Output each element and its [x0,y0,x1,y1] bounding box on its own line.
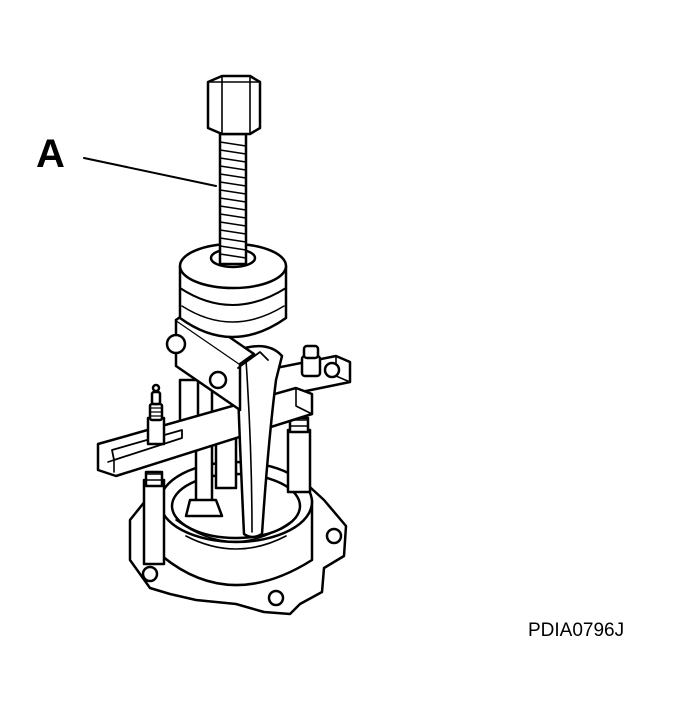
left-stud [142,383,166,566]
forcing-screw [206,74,262,266]
center-jaw-plate [236,344,284,539]
figure-code: PDIA0796J [528,620,625,641]
callout-label-a: A [36,132,65,176]
callout-leader-line [83,157,217,187]
